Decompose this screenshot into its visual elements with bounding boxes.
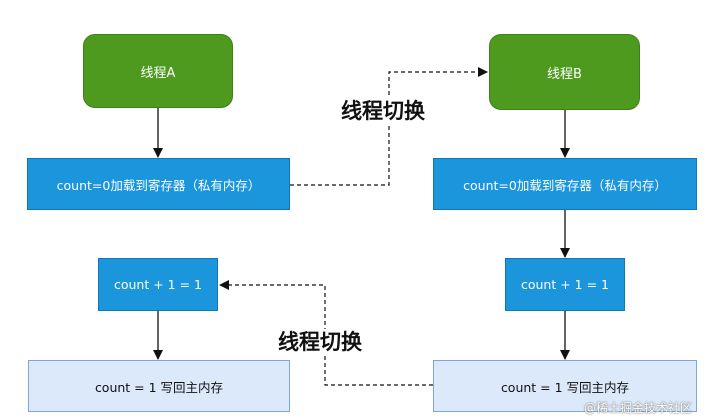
thread-switch-label-bottom: 线程切换 xyxy=(276,329,364,355)
a-incr-node: count + 1 = 1 xyxy=(98,258,218,311)
thread-switch-label-top: 线程切换 xyxy=(339,98,427,124)
watermark: @稀土掘金技术社区 xyxy=(583,401,692,415)
thread-a-node: 线程A xyxy=(83,34,233,108)
thread-b-node: 线程B xyxy=(489,34,640,110)
a-load-node: count=0加载到寄存器（私有内存） xyxy=(27,158,290,210)
b-write-node: count = 1 写回主内存 xyxy=(433,360,697,412)
b-load-node: count=0加载到寄存器（私有内存） xyxy=(433,158,697,210)
b-incr-node: count + 1 = 1 xyxy=(505,258,625,311)
a-write-node: count = 1 写回主内存 xyxy=(28,360,290,412)
edge-switch-top xyxy=(290,67,488,186)
